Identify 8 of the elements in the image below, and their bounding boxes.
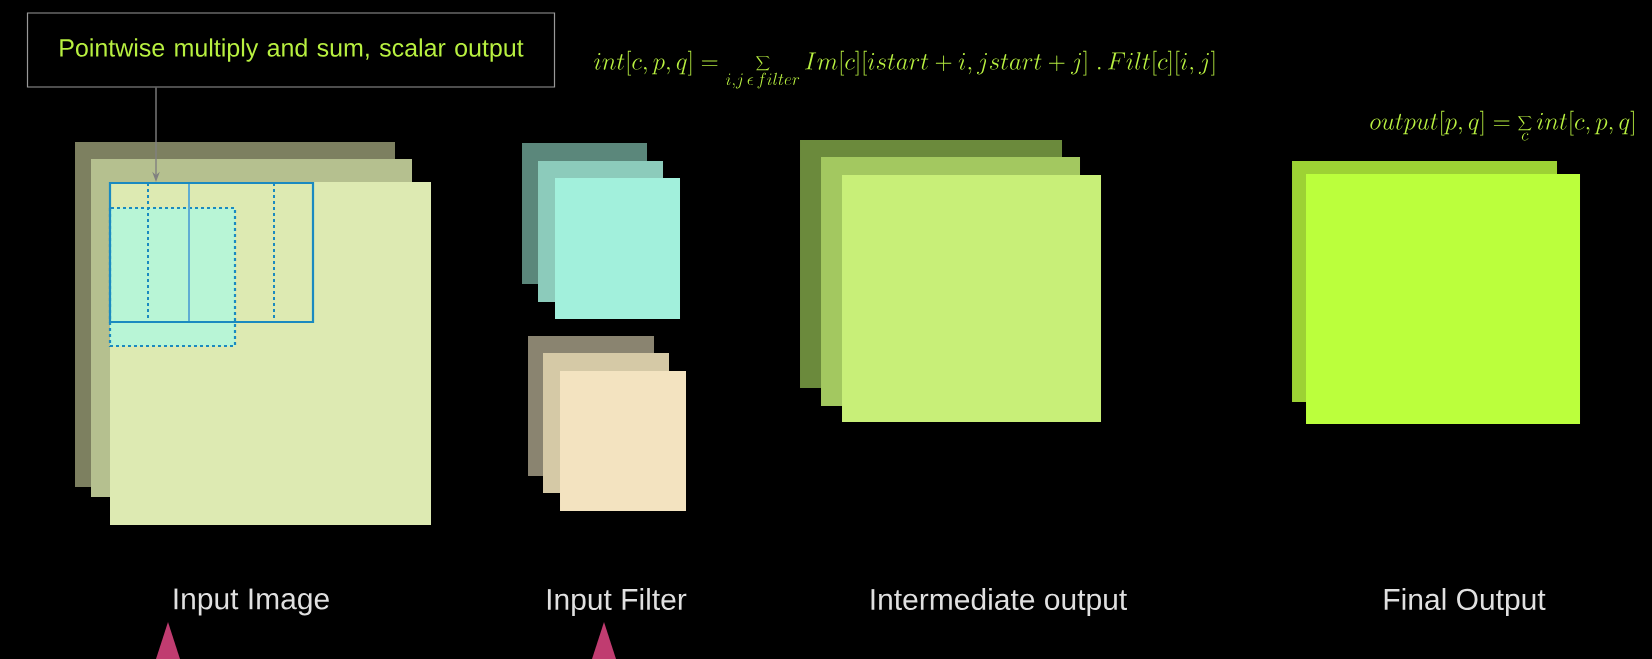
caption: Input Image [174, 588, 329, 616]
caption: Input Filter [547, 588, 687, 616]
callout-box: Pointwise multiply and sum, scalar output [26, 12, 556, 88]
caption: Final Output [1384, 588, 1546, 616]
caption: Intermediate output [871, 588, 1127, 616]
formula: $int[c,p,q] = \sum_{i,j\,\epsilon\, filter} Im[c][istart+i,jstart+j]\;.\,Filt[c][i,j]$ [594, 50, 1215, 89]
filter-window [108, 181, 315, 324]
formula: $output[p,q] = \sum_{c} int[c,p,q]$ [1370, 110, 1634, 141]
